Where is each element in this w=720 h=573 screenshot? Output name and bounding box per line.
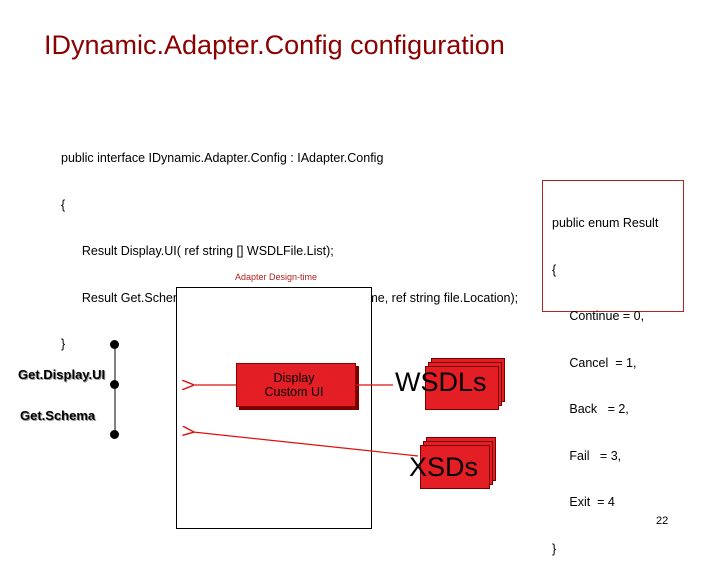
- xsd-arrow: [193, 432, 419, 457]
- connector-lines: [114, 345, 419, 457]
- display-custom-ui-box: [236, 363, 356, 407]
- adapter-design-time-box: [176, 287, 372, 529]
- enum-line: }: [552, 541, 557, 556]
- get-schema-label: Get.Schema: [20, 408, 96, 423]
- xsds-label: XSDs: [409, 452, 479, 482]
- enum-code-block: public enum Result { Continue = 0, Cance…: [552, 185, 658, 573]
- enum-line: {: [552, 262, 557, 277]
- code-line: }: [61, 337, 66, 351]
- wsdls-label: WSDLs: [395, 367, 487, 397]
- enum-box: [542, 180, 684, 312]
- enum-line: Cancel = 1,: [552, 355, 637, 370]
- connector-dot: [110, 430, 119, 439]
- slide-title: IDynamic.Adapter.Config configuration: [44, 30, 505, 60]
- connector-dot: [110, 340, 119, 349]
- xsd-sheet: [420, 445, 490, 489]
- enum-line: Fail = 3,: [552, 448, 622, 463]
- get-display-ui-label: Get.Display.UI: [18, 367, 106, 382]
- code-line: {: [61, 197, 66, 212]
- code-line: public interface IDynamic.Adapter.Config…: [61, 151, 384, 165]
- display-custom-ui-label: Display Custom UI: [264, 371, 324, 399]
- adapter-design-time-label: Adapter Design-time: [235, 272, 318, 282]
- enum-line: Back = 2,: [552, 402, 629, 416]
- enum-line: Continue = 0,: [552, 309, 645, 323]
- code-line: Result Display.UI( ref string [] WSDLFil…: [61, 244, 334, 258]
- enum-line: Exit = 4: [552, 495, 615, 509]
- connector-dot: [110, 380, 119, 389]
- wsdl-sheet: [425, 366, 499, 410]
- enum-line: public enum Result: [552, 216, 659, 230]
- page-number: 22: [656, 515, 669, 527]
